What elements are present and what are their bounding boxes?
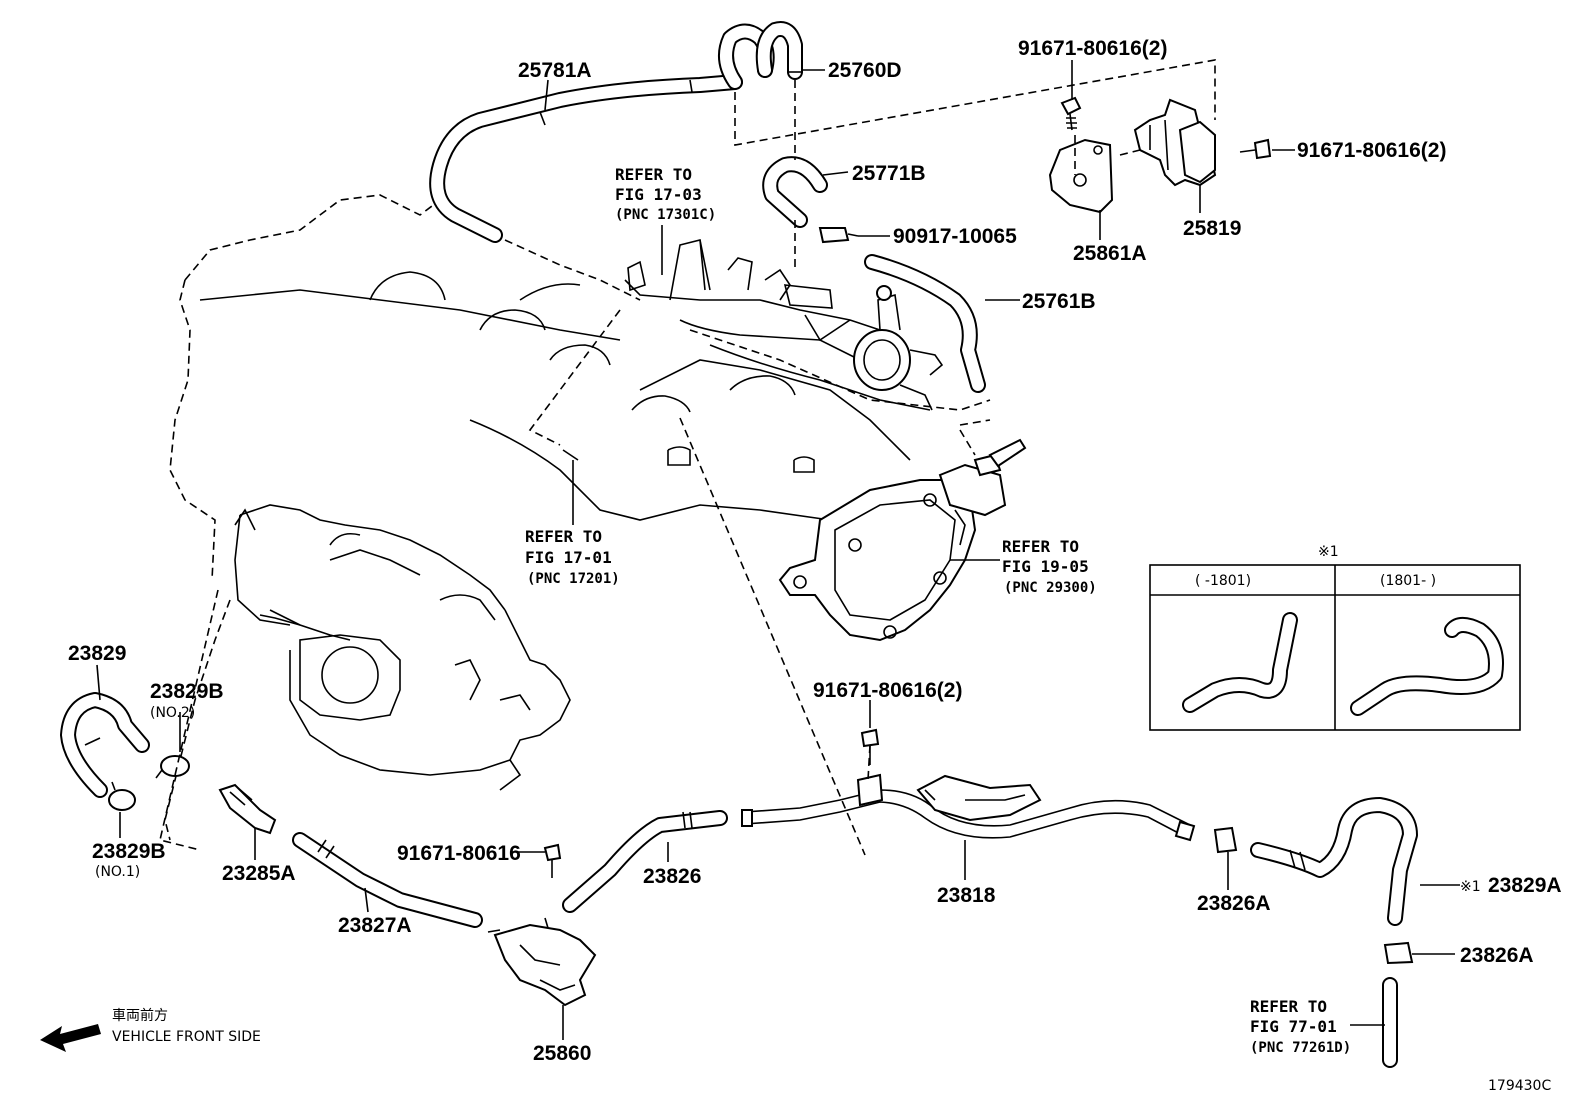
ref-77-01-line2: FIG 77-01 <box>1250 1017 1337 1036</box>
vsv-25819 <box>1133 98 1217 187</box>
label-23818[interactable]: 23818 <box>937 884 996 907</box>
front-side-japanese: 車両前方 <box>112 1007 168 1024</box>
label-25860[interactable]: 25860 <box>533 1042 591 1065</box>
variant-table-title: ※1 <box>1318 544 1339 560</box>
label-bolt-right[interactable]: 91671-80616(2) <box>1297 139 1446 162</box>
clamp-23826A-2 <box>1383 941 1414 965</box>
bolt-91671-80616-right <box>1239 138 1272 160</box>
clamp-23826A-1 <box>1213 826 1238 854</box>
label-25760D[interactable]: 25760D <box>828 59 902 82</box>
ref-fig-77-01[interactable]: REFER TO FIG 77-01 (PNC 77261D) <box>1250 997 1351 1056</box>
variant-col-after: (1801- ) <box>1380 573 1436 589</box>
hose-25781A <box>429 74 743 243</box>
ref-17-01-line1: REFER TO <box>525 527 602 546</box>
variant-hose-after <box>1350 617 1504 716</box>
engine-block-outline <box>164 194 991 841</box>
variant-col-before: ( -1801) <box>1195 573 1251 589</box>
label-25761B[interactable]: 25761B <box>1022 290 1096 313</box>
bolt-91671-80616-top <box>1060 96 1082 131</box>
ref-77-01-line1: REFER TO <box>1250 997 1327 1016</box>
ref-19-05-line3: (PNC 29300) <box>1004 580 1097 596</box>
label-23285A[interactable]: 23285A <box>222 862 296 885</box>
label-bolt-25860[interactable]: 91671-80616 <box>397 842 521 865</box>
ref-fig-17-01[interactable]: REFER TO FIG 17-01 (PNC 17201) <box>525 527 620 587</box>
bolt-91671-80616-25860 <box>543 843 562 878</box>
label-23826[interactable]: 23826 <box>643 865 701 888</box>
label-23829B-1[interactable]: 23829B <box>92 840 166 863</box>
hose-23829 <box>60 692 150 798</box>
intake-manifold-assembly <box>624 239 944 411</box>
label-23826A-1[interactable]: 23826A <box>1197 892 1271 915</box>
label-bolt-mid[interactable]: 91671-80616(2) <box>813 679 962 702</box>
vsv-25860 <box>487 917 597 1007</box>
assembly-lines <box>159 59 1216 856</box>
vacuum-pump <box>778 438 1027 642</box>
label-23829A[interactable]: 23829A <box>1488 874 1562 897</box>
variant-table: ※1 ( -1801) (1801- ) <box>1149 544 1521 731</box>
ref-17-01-line2: FIG 17-01 <box>525 548 612 567</box>
label-90917-10065[interactable]: 90917-10065 <box>893 225 1017 248</box>
leader-lines <box>96 60 1460 1040</box>
ref-17-01-line3: (PNC 17201) <box>527 571 620 587</box>
label-23827A[interactable]: 23827A <box>338 914 412 937</box>
label-23826A-2[interactable]: 23826A <box>1460 944 1534 967</box>
label-23829[interactable]: 23829 <box>68 642 126 665</box>
vehicle-front-indicator: 車両前方 VEHICLE FRONT SIDE <box>40 1007 261 1052</box>
ref-17-03-line1: REFER TO <box>615 165 692 184</box>
ref-19-05-line2: FIG 19-05 <box>1002 557 1089 576</box>
label-25861A[interactable]: 25861A <box>1073 242 1147 265</box>
hose-23827A <box>292 832 483 928</box>
hose-25760D <box>718 21 803 90</box>
label-25819[interactable]: 25819 <box>1183 217 1241 240</box>
hose-25771B <box>762 156 828 228</box>
bolt-91671-80616-mid <box>860 728 880 765</box>
hose-23829A <box>1250 797 1418 926</box>
hose-25761B <box>864 254 986 393</box>
front-side-english: VEHICLE FRONT SIDE <box>112 1029 261 1045</box>
bracket-25861A <box>1048 138 1114 214</box>
check-valve-90917-10065 <box>818 227 859 244</box>
label-23829B-2[interactable]: 23829B <box>150 680 224 703</box>
clamp-23829B-1 <box>108 781 136 811</box>
ref-19-05-line1: REFER TO <box>1002 537 1079 556</box>
sensor-23285A <box>218 783 277 835</box>
label-23829A-prefix: ※1 <box>1460 879 1481 895</box>
label-23829B-1-sub: (NO.1) <box>95 864 140 880</box>
clamp-23829B-2 <box>155 755 190 779</box>
ref-fig-17-03[interactable]: REFER TO FIG 17-03 (PNC 17301C) <box>615 165 716 223</box>
hose-23826 <box>562 810 728 913</box>
part-labels: 25781A 25760D 25771B 90917-10065 25761B … <box>68 37 1562 1065</box>
diagram-id: 179430C <box>1488 1078 1551 1094</box>
ref-17-03-line2: FIG 17-03 <box>615 185 702 204</box>
variant-hose-before <box>1182 612 1298 713</box>
ref-77-01-line3: (PNC 77261D) <box>1250 1040 1351 1056</box>
ref-fig-19-05[interactable]: REFER TO FIG 19-05 (PNC 29300) <box>1002 537 1097 596</box>
label-25781A[interactable]: 25781A <box>518 59 592 82</box>
label-25771B[interactable]: 25771B <box>852 162 926 185</box>
label-bolt-top[interactable]: 91671-80616(2) <box>1018 37 1167 60</box>
label-23829B-2-sub: (NO.2) <box>150 705 195 721</box>
front-arrow-icon <box>40 1024 101 1052</box>
lower-engine-assembly <box>234 504 571 791</box>
ref-17-03-line3: (PNC 17301C) <box>615 207 716 223</box>
pipe-23818 <box>741 773 1196 842</box>
